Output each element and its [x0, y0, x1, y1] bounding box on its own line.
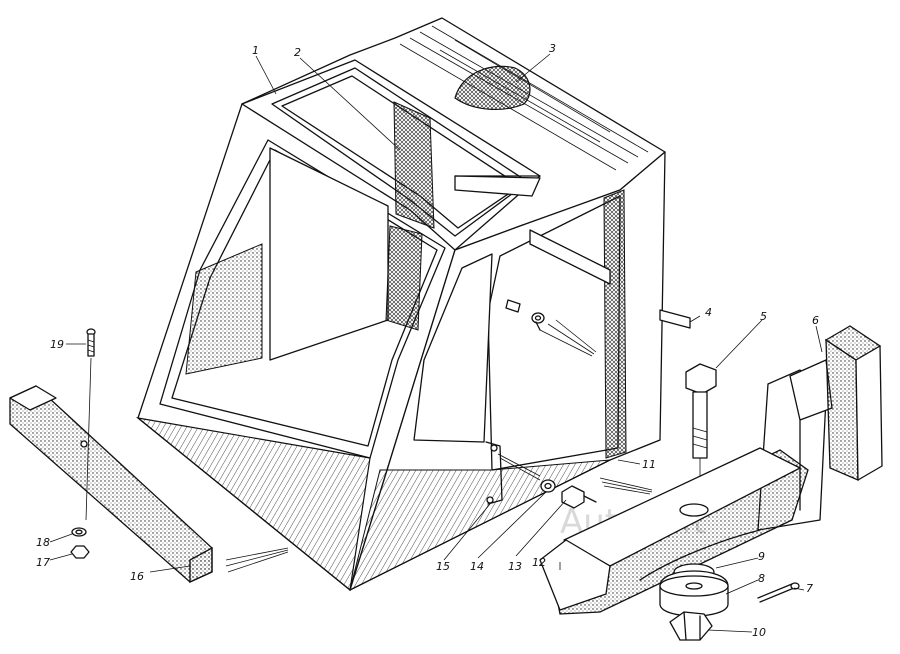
- leader-lines: [49, 53, 823, 633]
- callout-5: 5: [760, 310, 767, 323]
- callout-15: 15: [436, 560, 450, 573]
- roof-hatch-3: [454, 65, 531, 110]
- door-seal-2: [393, 101, 435, 229]
- callout-16: 16: [130, 570, 144, 583]
- hinge-bracket-15: [485, 441, 503, 505]
- mount-base-12: [539, 447, 809, 615]
- callout-4: 4: [705, 306, 712, 319]
- cab-lower-front: [135, 417, 371, 592]
- door-seal-lower: [385, 225, 423, 331]
- callout-19: 19: [50, 338, 64, 351]
- callout-7: 7: [806, 582, 813, 595]
- hinge-pin-top: [490, 444, 498, 452]
- callout-13: 13: [508, 560, 522, 573]
- washer-14-hole: [544, 482, 552, 490]
- callout-2: 2: [294, 46, 301, 59]
- nut-17: [70, 545, 90, 559]
- callout-6: 6: [812, 314, 819, 327]
- door-fastener: [505, 299, 545, 324]
- castle-nut-10: [669, 611, 713, 641]
- cab-body: [135, 17, 691, 592]
- callout-3: 3: [549, 42, 556, 55]
- bolt-19: [85, 328, 96, 521]
- door-seal-strip: [603, 189, 627, 459]
- cotter-pin-7: [757, 582, 800, 603]
- assembly-arrows: [225, 319, 653, 573]
- callout-12: 12: [532, 556, 546, 569]
- hinge-pin-bottom: [486, 496, 494, 504]
- inner-cross-bar: [529, 229, 611, 285]
- bolt-5: [685, 363, 717, 500]
- side-window: [413, 253, 493, 443]
- inner-rear-window: [185, 243, 263, 375]
- callout-18: 18: [36, 536, 50, 549]
- callout-8: 8: [758, 572, 765, 585]
- rubber-buffer-8-9: [659, 563, 729, 617]
- callout-1: 1: [252, 44, 259, 57]
- callout-11: 11: [642, 458, 656, 471]
- callout-17: 17: [36, 556, 50, 569]
- front-beam-16: [9, 385, 213, 584]
- callout-14: 14: [470, 560, 484, 573]
- bolt-13: [561, 485, 597, 509]
- washer-18-hole: [75, 529, 83, 535]
- callout-9: 9: [758, 550, 765, 563]
- rubber-pad: [824, 325, 883, 481]
- roof-cross-member: [454, 175, 541, 197]
- rear-rib-4: [659, 309, 691, 329]
- callout-10: 10: [752, 626, 766, 639]
- callout-labels: 1 2 3 4 5 6 7 8 9 10 11 12 13 14 15 16 1…: [36, 42, 819, 639]
